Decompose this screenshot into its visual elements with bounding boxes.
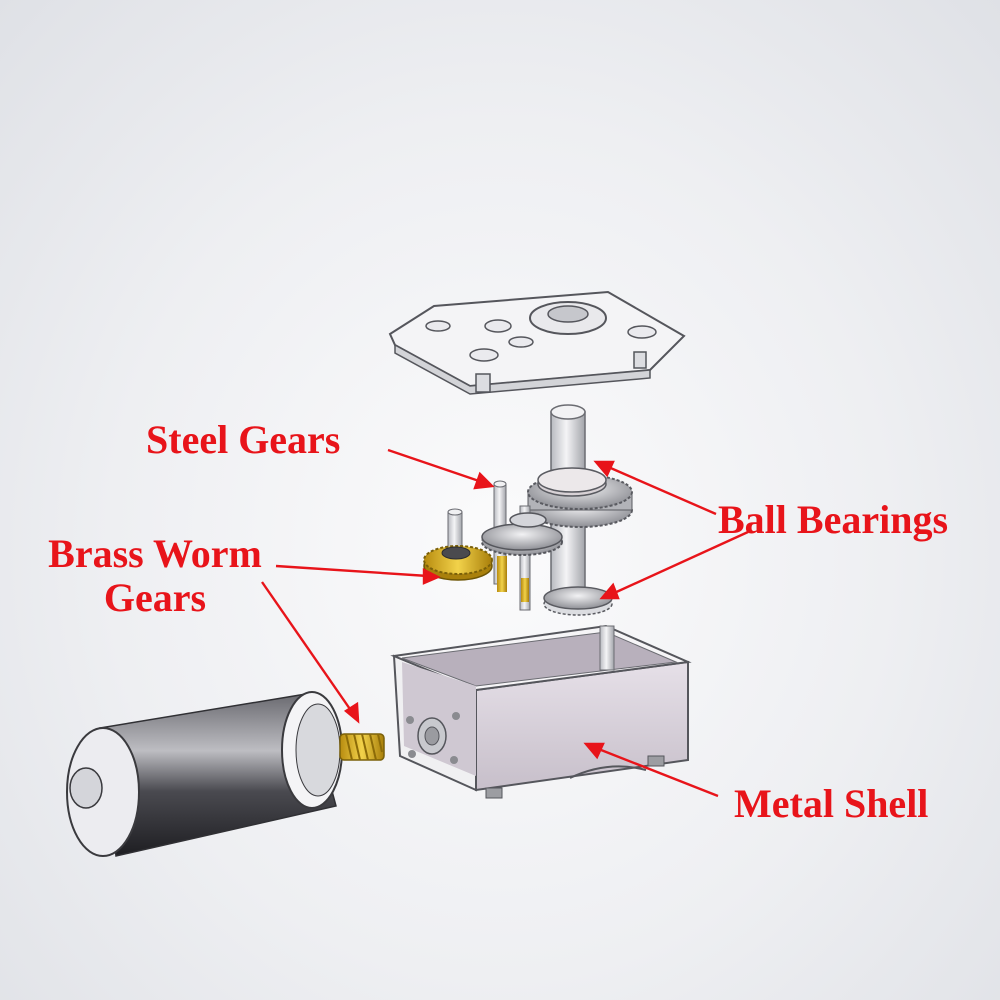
arrow-brass-worm-gear: [276, 566, 428, 576]
dc-motor: [67, 692, 342, 856]
label-brass-worm-line2: Gears: [30, 576, 280, 620]
metal-shell-housing: [394, 626, 688, 798]
output-shaft-assembly: [528, 405, 632, 615]
label-steel-gears: Steel Gears: [146, 418, 340, 462]
label-brass-worm-gears: Brass Worm Gears: [30, 532, 280, 620]
arrow-steel-gears: [388, 450, 482, 482]
brass-worm-screw: [340, 734, 384, 760]
top-cover-plate: [390, 292, 684, 394]
label-ball-bearings: Ball Bearings: [718, 498, 948, 542]
label-brass-worm-line1: Brass Worm: [30, 532, 280, 576]
label-metal-shell: Metal Shell: [734, 782, 928, 826]
